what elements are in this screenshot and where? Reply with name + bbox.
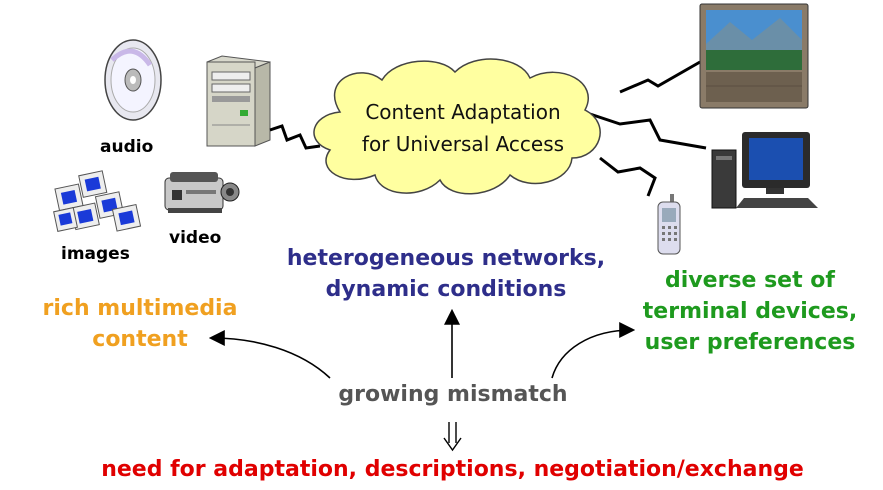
need-label: need for adaptation, descriptions, negot… xyxy=(101,457,804,482)
video-label: video xyxy=(169,228,222,248)
networks-label: heterogeneous networks, dynamic conditio… xyxy=(276,243,616,305)
images-label: images xyxy=(61,244,130,264)
multimedia-label: rich multimedia content xyxy=(30,293,250,355)
networks-label-line2: dynamic conditions xyxy=(325,277,567,302)
devices-label-line2: terminal devices, xyxy=(642,299,858,324)
double-down-arrow-icon xyxy=(443,422,462,452)
cd-icon xyxy=(104,39,162,121)
networks-label-line1: heterogeneous networks, xyxy=(286,246,606,271)
phone-icon xyxy=(657,194,681,255)
devices-label-line3: user preferences xyxy=(644,330,856,355)
cloud-label-line2: for Universal Access xyxy=(361,132,565,156)
devices-label: diverse set of terminal devices, user pr… xyxy=(632,265,868,358)
cloud-icon xyxy=(313,58,601,195)
slides-icon xyxy=(53,170,142,232)
projector-icon xyxy=(164,172,240,213)
network-link-lines xyxy=(269,60,707,197)
cloud-label-line1: Content Adaptation xyxy=(365,100,561,124)
devices-label-line1: diverse set of xyxy=(665,268,835,293)
mismatch-arrows xyxy=(208,308,636,379)
tv-icon xyxy=(699,3,809,109)
multimedia-label-line1: rich multimedia xyxy=(42,296,238,321)
multimedia-label-line2: content xyxy=(92,327,188,352)
desktop-computer-icon xyxy=(711,132,818,209)
cloud-label: Content Adaptation for Universal Access xyxy=(333,96,593,160)
mismatch-label: growing mismatch xyxy=(338,382,568,407)
audio-label: audio xyxy=(100,137,154,157)
server-icon xyxy=(206,55,271,147)
